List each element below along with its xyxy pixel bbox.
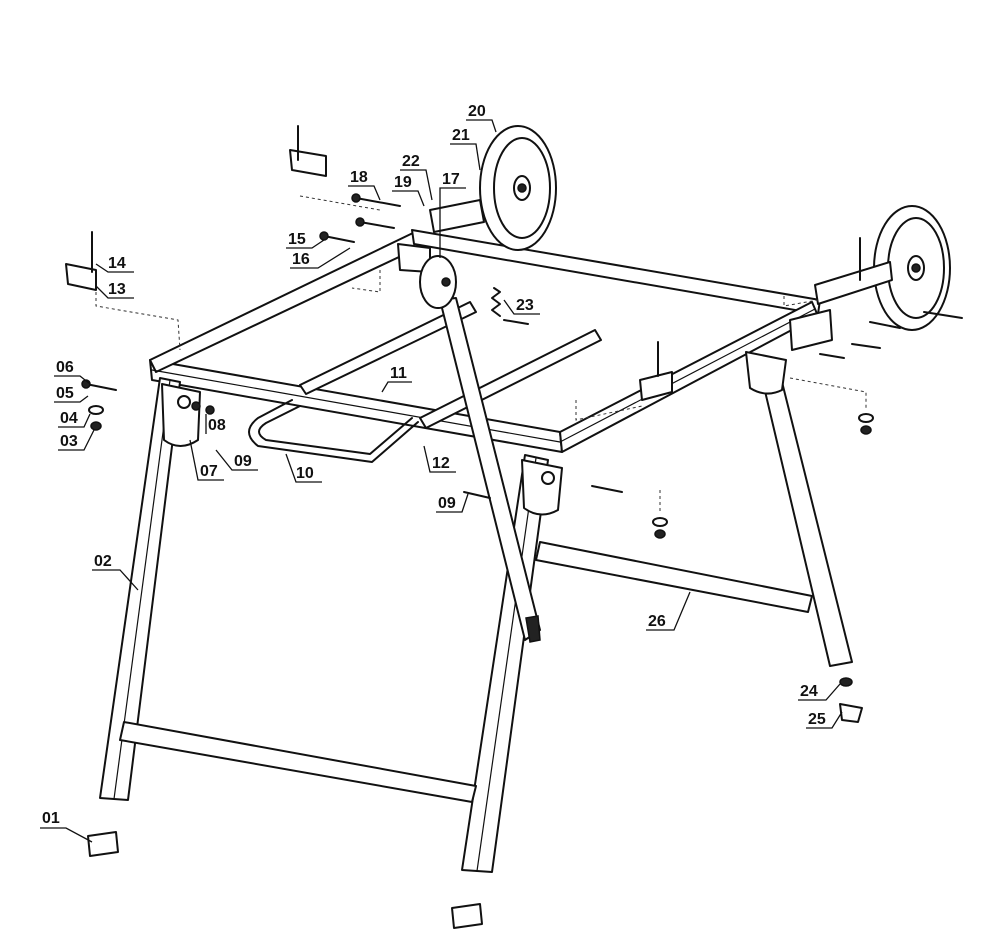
svg-text:13: 13 [108, 281, 126, 298]
svg-text:03: 03 [60, 433, 78, 450]
label-23: 23 [503, 297, 540, 315]
svg-text:22: 22 [402, 153, 420, 170]
label-26: 26 [646, 591, 691, 631]
svg-text:04: 04 [60, 410, 78, 427]
svg-text:21: 21 [452, 127, 470, 144]
spring [491, 287, 501, 317]
label-11: 11 [381, 365, 412, 393]
locking-disc [419, 255, 457, 309]
label-13: 13 [95, 281, 134, 299]
leg-rear-right [759, 365, 853, 667]
label-19: 19 [392, 174, 425, 207]
svg-text:09: 09 [438, 495, 456, 512]
label-01: 01 [40, 810, 93, 843]
label-05: 05 [54, 385, 89, 403]
svg-text:25: 25 [808, 711, 826, 728]
label-07: 07 [189, 439, 224, 481]
svg-text:12: 12 [432, 455, 450, 472]
clamp-front-right [639, 341, 673, 401]
svg-text:17: 17 [442, 171, 460, 188]
svg-text:07: 07 [200, 463, 218, 480]
handle-tube [248, 399, 419, 463]
svg-text:26: 26 [648, 613, 666, 630]
svg-text:14: 14 [108, 255, 126, 272]
label-20: 20 [466, 103, 497, 133]
svg-text:23: 23 [516, 297, 534, 314]
label-17: 17 [439, 171, 466, 258]
svg-text:20: 20 [468, 103, 486, 120]
label-18: 18 [348, 169, 381, 201]
label-04: 04 [58, 410, 91, 428]
svg-text:09: 09 [234, 453, 252, 470]
clamp-left [65, 231, 97, 291]
lower-rear-crossbar [535, 541, 813, 613]
wheel-brackets [429, 199, 893, 351]
svg-text:16: 16 [292, 251, 310, 268]
part-labels: 01 02 03 04 05 06 07 08 [40, 103, 843, 843]
leg-front-right [461, 454, 549, 873]
clamp-rear [289, 125, 327, 177]
feet [87, 615, 863, 929]
label-10: 10 [285, 453, 322, 483]
svg-text:11: 11 [390, 365, 407, 382]
svg-text:08: 08 [208, 417, 226, 434]
label-12: 12 [423, 445, 456, 473]
svg-text:06: 06 [56, 359, 74, 376]
hinge-plates [161, 243, 787, 516]
label-14: 14 [95, 255, 134, 273]
label-09b: 09 [436, 493, 469, 513]
svg-text:02: 02 [94, 553, 112, 570]
svg-text:05: 05 [56, 385, 74, 402]
assembly-lines [95, 195, 867, 512]
label-25: 25 [806, 711, 843, 729]
top-frame [149, 229, 821, 453]
wheel-left [479, 125, 557, 251]
label-21: 21 [450, 127, 481, 171]
svg-text:10: 10 [296, 465, 314, 482]
label-15: 15 [286, 231, 325, 249]
bolts [81, 193, 901, 499]
svg-text:19: 19 [394, 174, 412, 191]
svg-text:15: 15 [288, 231, 306, 248]
label-08: 08 [205, 414, 226, 434]
label-22: 22 [400, 153, 433, 201]
label-03: 03 [58, 429, 95, 451]
label-06: 06 [54, 359, 91, 385]
svg-text:01: 01 [42, 810, 60, 827]
label-24: 24 [798, 683, 841, 701]
nuts-washers [88, 401, 874, 539]
lower-front-crossbar [119, 721, 477, 803]
label-09a: 09 [215, 449, 258, 471]
svg-text:18: 18 [350, 169, 368, 186]
label-02: 02 [92, 553, 139, 591]
label-16: 16 [290, 247, 351, 269]
svg-text:24: 24 [800, 683, 818, 700]
